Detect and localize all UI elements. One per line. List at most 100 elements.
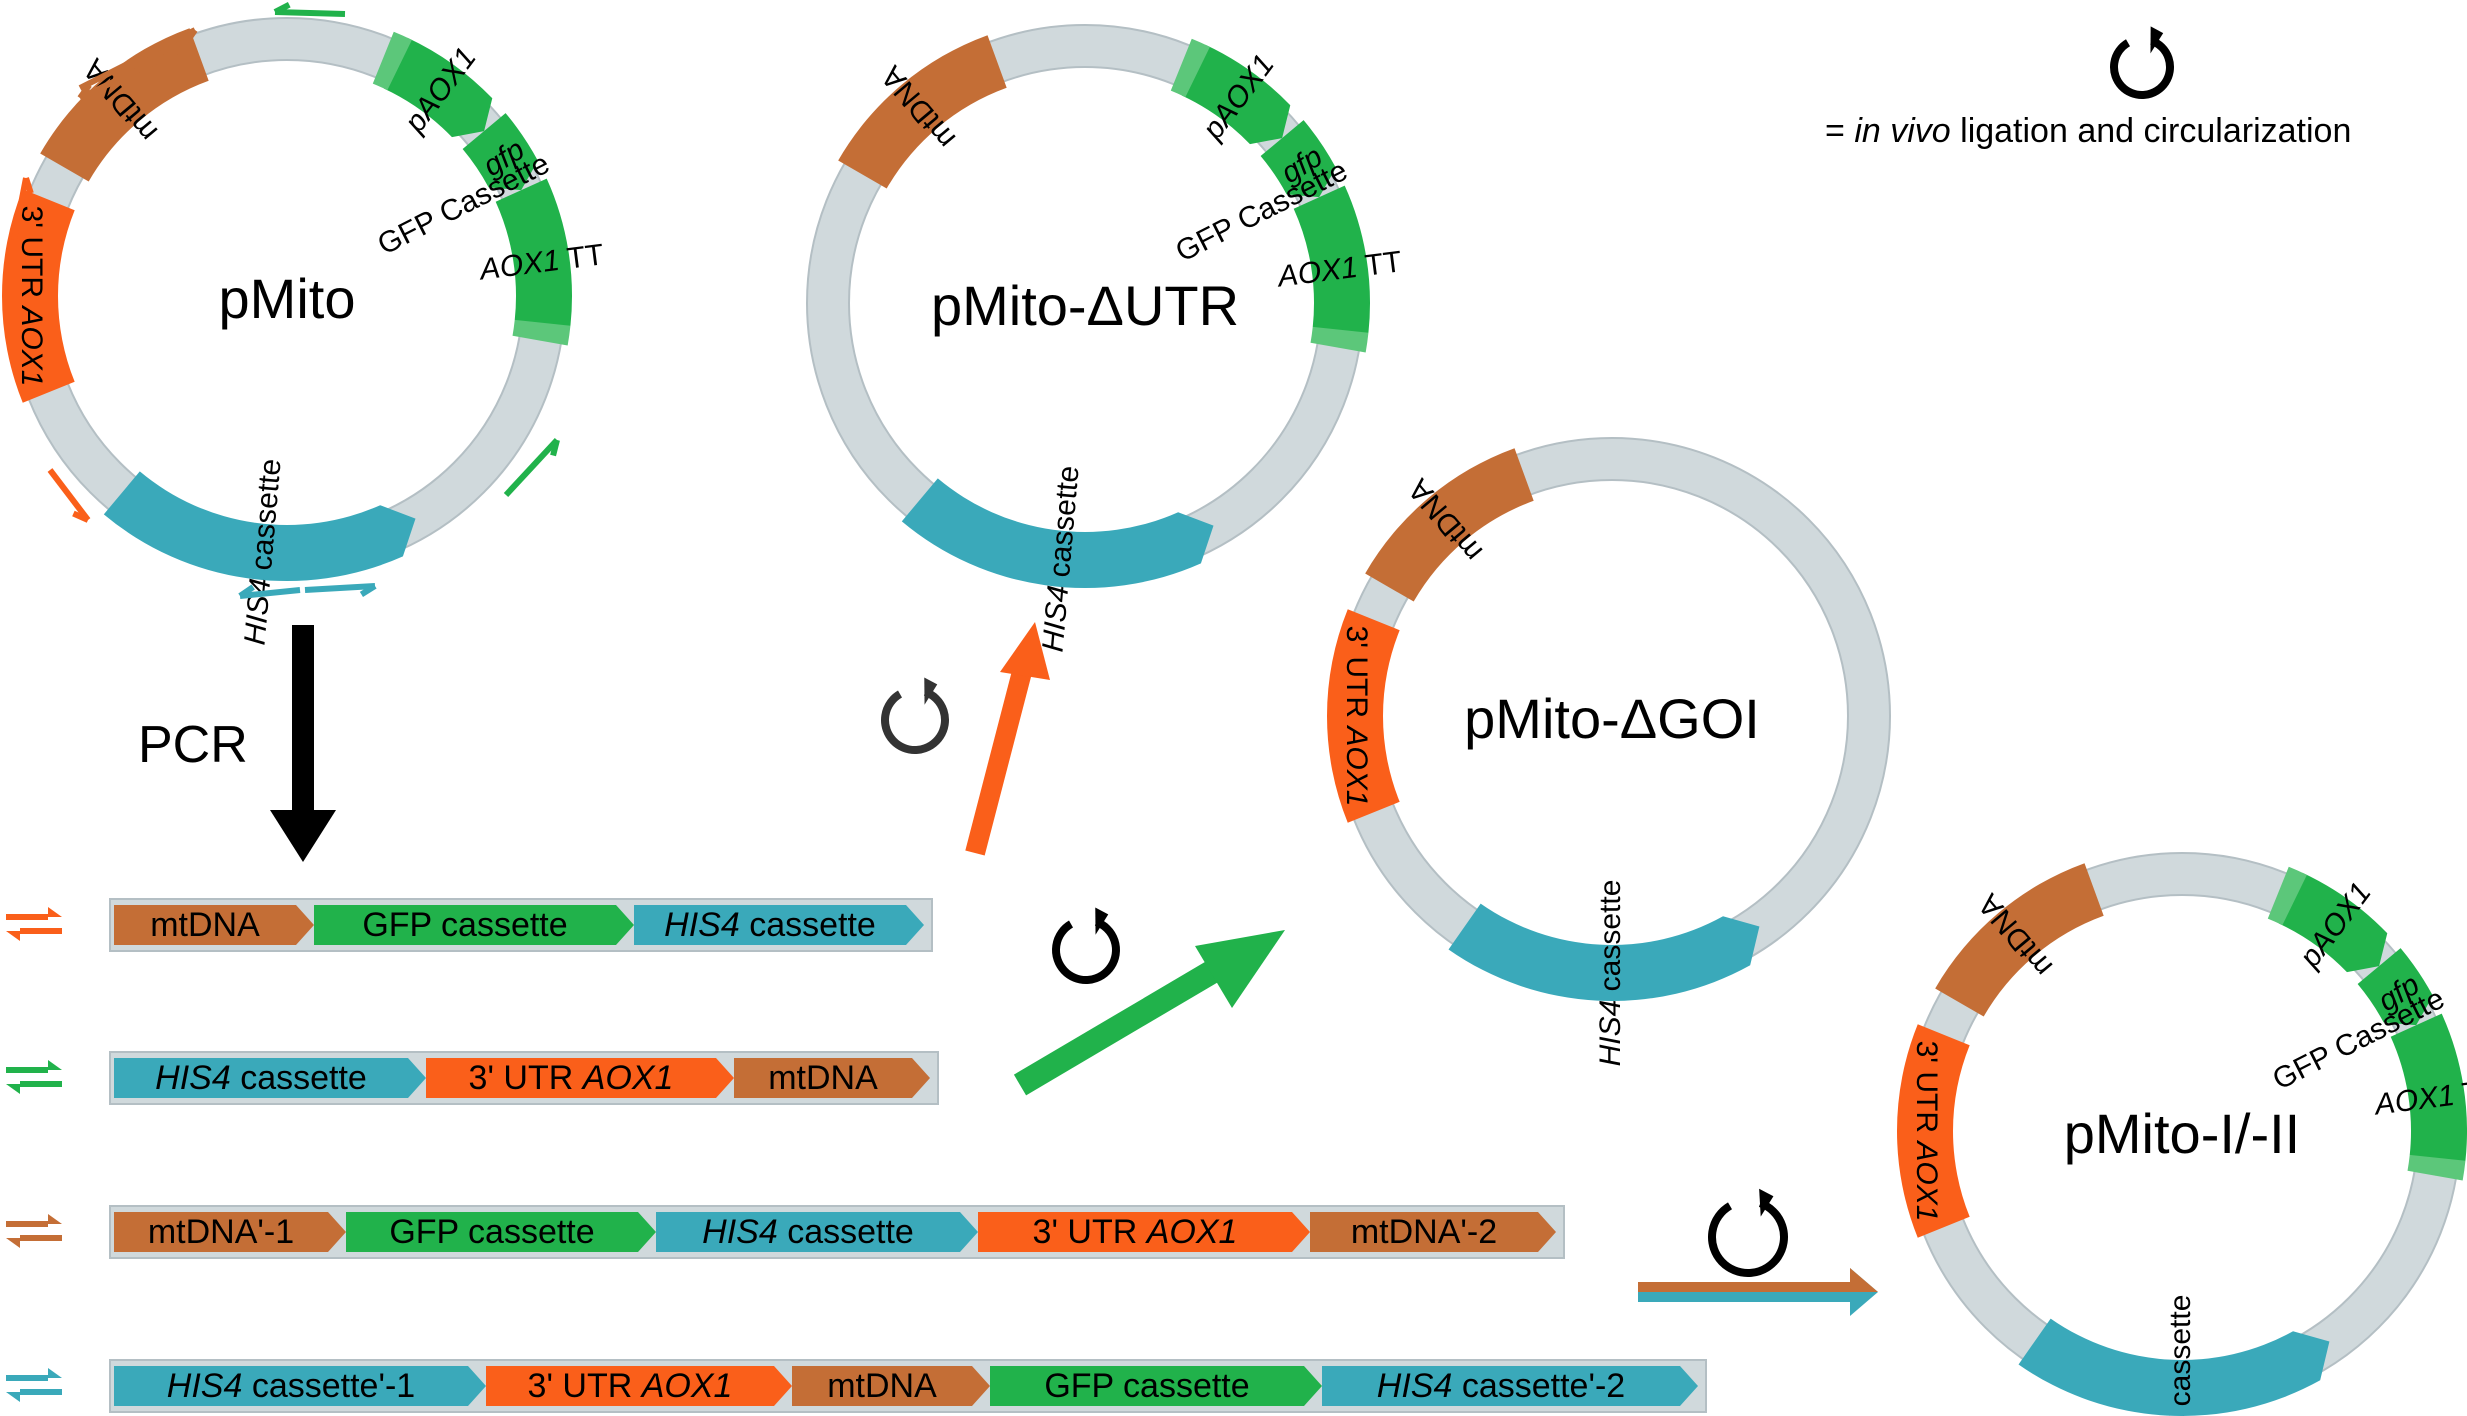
product-segment-mtdna [114, 905, 314, 945]
circularization-icon-pmito12 [1708, 1188, 1788, 1277]
product-segment-label: 3' UTR AOX1 [1033, 1213, 1238, 1251]
circular-arrowhead [1759, 1188, 1774, 1217]
arrow-to-dutr [965, 622, 1050, 856]
product-segment-utr [978, 1212, 1310, 1252]
product-segment-label: GFP cassette [389, 1213, 594, 1251]
primer-utr-1-head [23, 177, 34, 195]
primer-gfp-1 [274, 9, 346, 17]
product-segment-mtdna [792, 1366, 990, 1406]
linear-product-3: mtDNA'-1 GFP cassette HIS4 cassette 3' UTR … [6, 1205, 1565, 1259]
product-segment-label: GFP cassette [1044, 1367, 1249, 1405]
product-segment-his4 [114, 1366, 486, 1406]
label-his4: HIS4 cassette [1036, 464, 1085, 653]
segment-his4 [1448, 903, 1760, 1001]
product-segment-label: 3' UTR AOX1 [469, 1059, 674, 1097]
segment-his4 [901, 478, 1214, 588]
segment-mtdna [1935, 863, 2104, 1017]
legend: = in vivo ligation and circularization [1825, 26, 2351, 150]
circular-arc [881, 688, 949, 754]
primer-utr-2-head [72, 510, 90, 523]
primer-gfp-2-head [550, 439, 560, 457]
primer-gfp-2 [503, 437, 560, 498]
label-utr: 3' UTR AOX1 [1340, 626, 1373, 807]
circularization-icon-dutr [881, 677, 949, 754]
product-segment-his4 [1322, 1366, 1698, 1406]
product-segment-mtdna [114, 1212, 346, 1252]
primer-his4-2 [304, 583, 376, 593]
segment-gfp-tail [1310, 326, 1369, 353]
label-utr: 3' UTR AOX1 [15, 206, 48, 387]
product-segment-label: mtDNA [768, 1059, 878, 1097]
primer-rev-head [6, 1392, 20, 1402]
segment-aox1tt [2390, 1013, 2467, 1176]
primer-fwd-head [48, 1368, 62, 1378]
product-segment-label: mtDNA'-1 [148, 1213, 294, 1251]
circular-arrowhead [2150, 26, 2164, 54]
primer-his4-1 [239, 587, 301, 599]
segment-gfp-edge [372, 31, 412, 91]
segment-gfp [2357, 948, 2433, 1026]
segment-gfp-edge [1170, 38, 1210, 98]
primer-fwd-head [48, 907, 62, 917]
circularization-icon-dgoi [1052, 907, 1120, 984]
product-segment-his4 [114, 1058, 426, 1098]
product-segment-label: GFP cassette [362, 906, 567, 944]
segment-mtdna [40, 28, 209, 182]
segment-utr [1327, 609, 1400, 823]
product-segment-gfp [346, 1212, 656, 1252]
plasmid-name-pmito12: pMito-I/-II [2064, 1102, 2300, 1165]
circular-arc [2110, 36, 2174, 99]
product-segment-gfp [314, 905, 634, 945]
product-segment-utr [486, 1366, 792, 1406]
segment-his4 [2018, 1318, 2330, 1416]
product-segment-label: HIS4 cassette'-1 [167, 1367, 415, 1405]
primer-fwd-head [48, 1060, 62, 1070]
segment-paox1 [2278, 872, 2388, 973]
product-segment-his4 [656, 1212, 978, 1252]
product-segment-label: mtDNA'-2 [1351, 1213, 1497, 1251]
segment-utr [2, 189, 75, 403]
circular-arrowhead [1095, 907, 1109, 935]
circular-arc [1052, 918, 1120, 984]
arrow-to-dgoi [1013, 930, 1285, 1096]
pcr-arrow [270, 625, 336, 862]
segment-gfp [462, 113, 538, 191]
arrow-to-pmito12 [1638, 1268, 1878, 1316]
product-segment-label: HIS4 cassette [664, 906, 876, 944]
plasmid-name-dutr: pMito-ΔUTR [931, 274, 1239, 337]
primer-rev-head [6, 1238, 20, 1248]
plasmid-name-pmito: pMito [219, 267, 356, 330]
segment-aox1tt [495, 178, 572, 341]
primer-mtdna-fwd-head [183, 28, 198, 45]
circularization-icon [2110, 26, 2174, 99]
segment-utr [1897, 1024, 1970, 1238]
product-segment-label: HIS4 cassette'-2 [1377, 1367, 1625, 1405]
pcr-label: PCR [138, 716, 248, 774]
primer-his4-2-head [359, 583, 377, 598]
product-segment-label: HIS4 cassette [702, 1213, 914, 1251]
segment-gfp-edge [2267, 866, 2307, 926]
linear-product-2: HIS4 cassette 3' UTR AOX1 mtDNA [6, 1051, 939, 1105]
product-segment-label: mtDNA [827, 1367, 937, 1405]
primer-mtdna-fwd [78, 27, 197, 91]
product-segment-mtdna [1310, 1212, 1556, 1252]
product-segment-his4 [634, 905, 924, 945]
label-utr: 3' UTR AOX1 [1910, 1041, 1943, 1222]
primer-mtdna-rev-head [77, 83, 92, 100]
product-segment-label: HIS4 cassette [155, 1059, 367, 1097]
segment-mtdna [1365, 448, 1534, 602]
segment-paox1 [383, 37, 493, 138]
label-his4: HIS4 cassette [1594, 880, 1627, 1067]
segment-gfp-tail [512, 319, 571, 346]
circular-arc [1708, 1199, 1788, 1277]
segment-aox1tt [1293, 185, 1370, 348]
product-segment-mtdna [734, 1058, 930, 1098]
segment-gfp [1260, 120, 1336, 198]
segment-gfp-tail [2407, 1154, 2466, 1181]
